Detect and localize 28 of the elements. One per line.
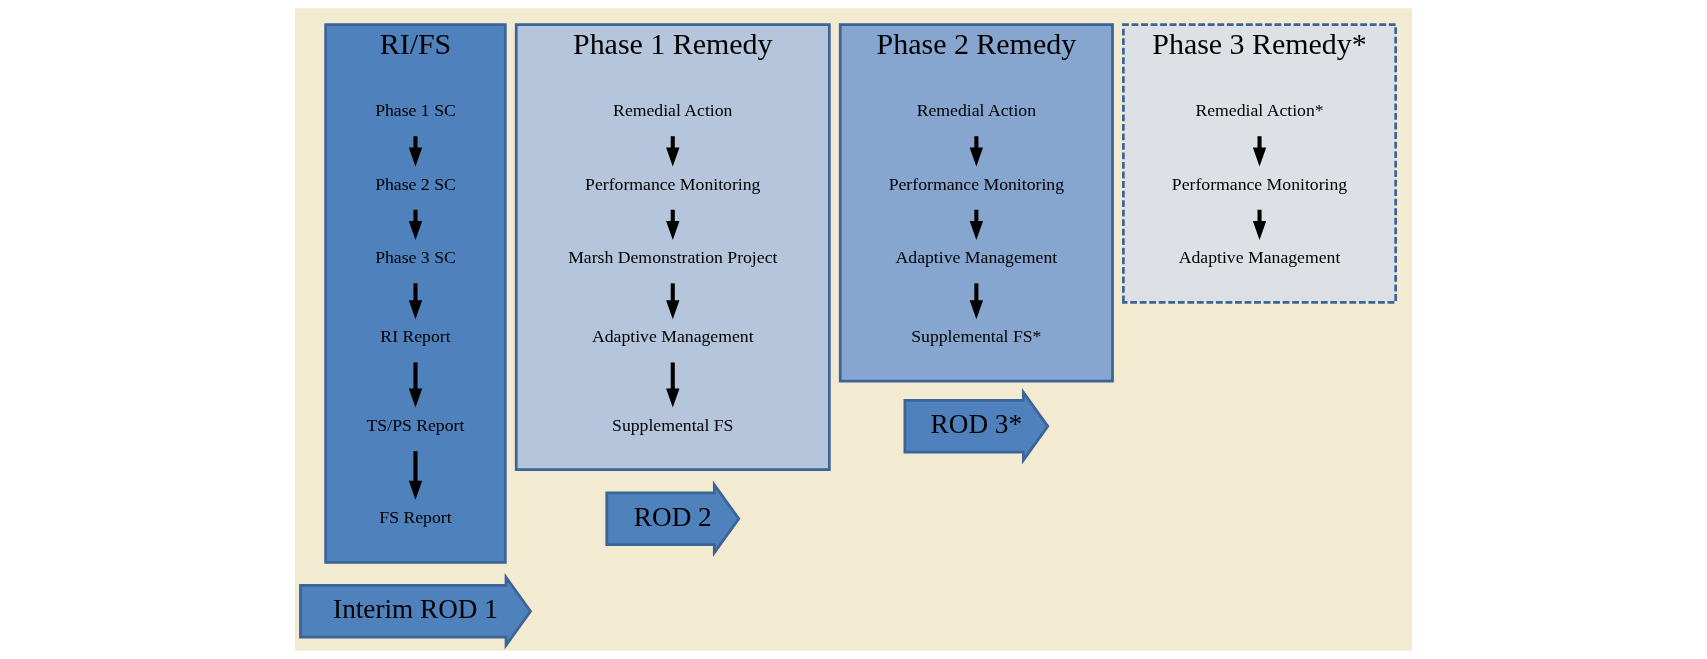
arrow [408,136,423,167]
node-text: FS Report [379,507,452,528]
node-text: Supplemental FS [612,414,734,435]
node-text: Adaptive Management [895,247,1058,268]
node-text: Performance Monitoring [585,173,761,194]
node-text: Supplemental FS* [911,326,1042,347]
node-text: Remedial Action [916,100,1037,121]
node-text: Remedial Action* [1195,100,1324,121]
node-text: Phase 1 SC [375,100,456,121]
node-text: Adaptive Management [591,326,754,347]
node-text: Phase 3 SC [375,247,456,268]
node-text: Adaptive Management [1178,247,1341,268]
arrow [1252,209,1267,241]
arrow [408,209,423,241]
node-text: RI Report [380,326,451,347]
arrow [666,362,680,408]
node-text: TS/PS Report [366,414,465,435]
node-text: Performance Monitoring [1171,173,1348,194]
arrow [1252,136,1267,167]
arrow [969,283,984,320]
node-text: Marsh Demonstration Project [568,247,778,268]
arrow [408,451,423,500]
node-text: Performance Monitoring [888,173,1065,194]
arrow [408,283,423,320]
node-text: Remedial Action [613,100,733,121]
arrow [666,283,680,320]
node-text: Phase 2 SC [375,173,456,194]
arrow [408,362,423,408]
